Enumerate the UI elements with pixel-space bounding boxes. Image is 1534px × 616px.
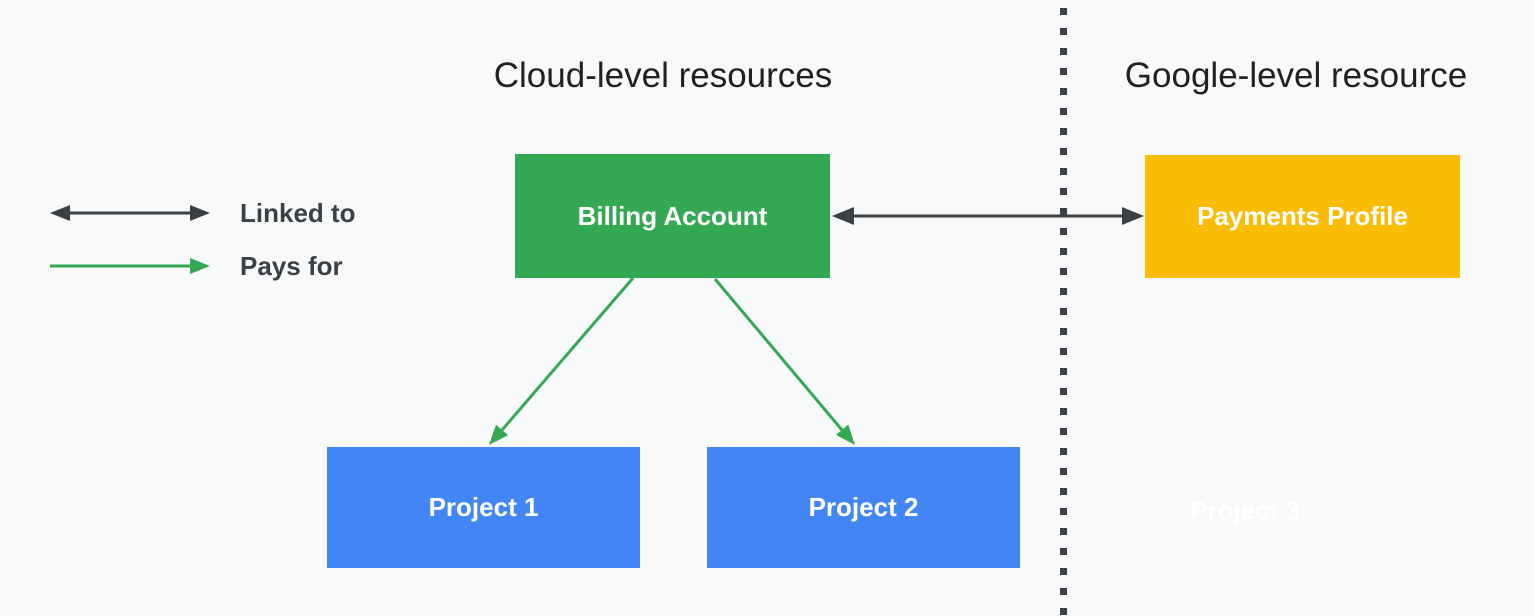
project-3-label: Project 3 — [1190, 495, 1300, 526]
project-1-node: Project 1 — [327, 447, 640, 568]
linked-to-arrowhead-right — [1122, 207, 1144, 225]
legend-linked-to-arrowhead-right — [190, 205, 210, 221]
legend-pays-for-label: Pays for — [240, 251, 343, 281]
linked-to-arrowhead-left — [832, 207, 854, 225]
payments-profile-node: Payments Profile — [1145, 155, 1460, 278]
pays-for-arrowhead-project-1 — [489, 424, 509, 445]
project-1-label: Project 1 — [428, 492, 539, 522]
pays-for-edge-project-1 — [500, 277, 635, 431]
legend-pays-for-arrowhead — [190, 258, 210, 274]
boundary-dotted-line — [1060, 8, 1067, 616]
project-2-label: Project 2 — [808, 492, 919, 522]
billing-account-node: Billing Account — [515, 154, 830, 278]
legend-linked-to-arrowhead-left — [50, 205, 70, 221]
legend-linked-to-label: Linked to — [240, 198, 356, 228]
google-level-heading: Google-level resource — [1124, 56, 1468, 95]
payments-profile-label: Payments Profile — [1197, 201, 1408, 231]
pays-for-arrowhead-project-2 — [836, 424, 855, 445]
cloud-level-heading: Cloud-level resources — [493, 56, 833, 95]
project-2-node: Project 2 — [707, 447, 1020, 568]
pays-for-edge-project-2 — [713, 278, 844, 431]
billing-account-label: Billing Account — [577, 200, 768, 231]
